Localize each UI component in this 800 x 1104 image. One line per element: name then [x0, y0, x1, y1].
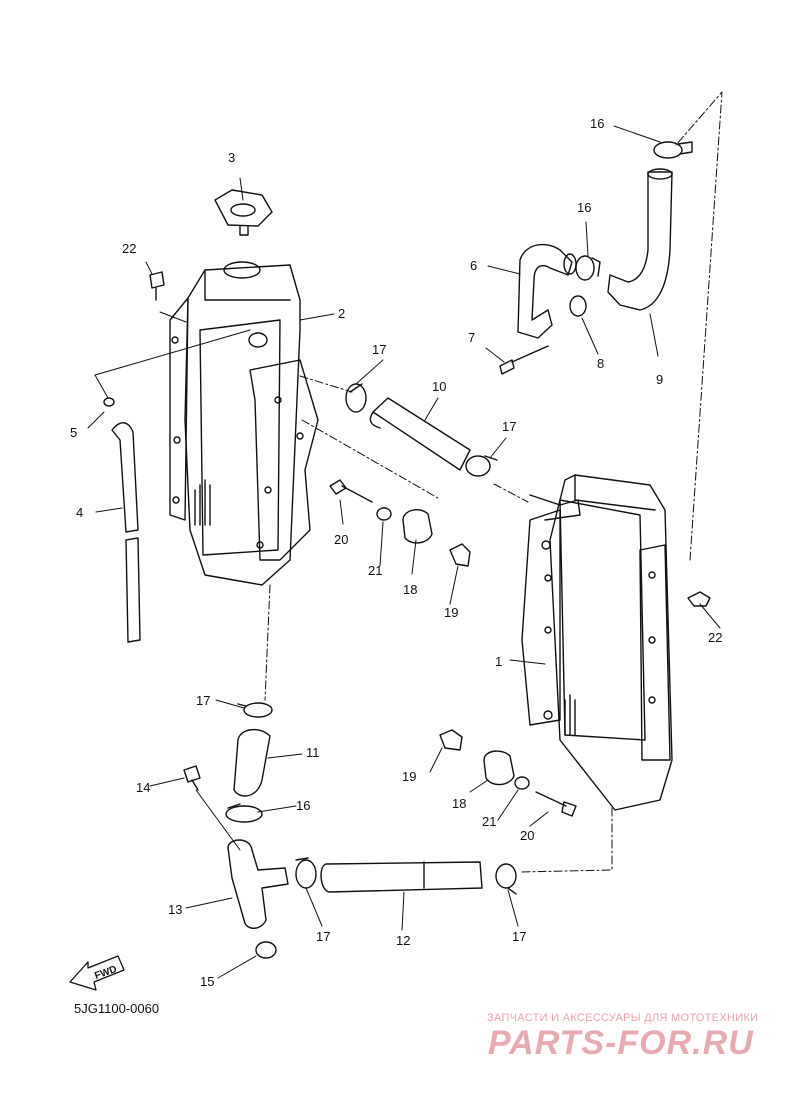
callout-4: 4 [76, 505, 83, 520]
callout-21-lower: 21 [482, 814, 496, 829]
oring-15 [255, 941, 277, 959]
hose-9 [607, 168, 673, 311]
callout-5: 5 [70, 425, 77, 440]
clamp-17-top [345, 383, 367, 413]
grommet-18-upper [402, 509, 433, 544]
callout-10: 10 [432, 379, 446, 394]
pipe-12 [320, 861, 483, 893]
callout-17-lower-a: 17 [316, 929, 330, 944]
callout-2: 2 [338, 306, 345, 321]
callout-14: 14 [136, 780, 150, 795]
callout-9: 9 [656, 372, 663, 387]
callout-17-mid: 17 [502, 419, 516, 434]
alignment-lines [264, 91, 723, 873]
callout-3: 3 [228, 150, 235, 165]
callout-13: 13 [168, 902, 182, 917]
right-radiator [521, 474, 673, 811]
washer-19-lower [439, 729, 463, 751]
pipe-13 [227, 839, 289, 929]
callout-17-top: 17 [372, 342, 386, 357]
callout-21-upper: 21 [368, 563, 382, 578]
radiator-cap [214, 189, 273, 236]
callout-17-lower-left: 17 [196, 693, 210, 708]
watermark-tagline: ЗАПЧАСТИ И АКСЕССУАРЫ ДЛЯ МОТОТЕХНИКИ [487, 1012, 759, 1024]
clamp-17-lower-left [237, 702, 273, 718]
callout-18-lower: 18 [452, 796, 466, 811]
clamp-16-mid [575, 255, 601, 281]
callout-12: 12 [396, 933, 410, 948]
callout-15: 15 [200, 974, 214, 989]
callout-16-lower: 16 [296, 798, 310, 813]
leader-lines [87, 125, 721, 979]
collar-21-upper [376, 507, 392, 521]
callout-22-right: 22 [708, 630, 722, 645]
callout-18-upper: 18 [403, 582, 417, 597]
clip-5 [103, 397, 115, 407]
diagram-code: 5JG1100-0060 [74, 1001, 160, 1016]
clamp-17-lower-b [495, 863, 517, 895]
bolt-22-left [149, 271, 165, 301]
clamp-16-top [653, 141, 693, 159]
hose-11 [233, 729, 271, 797]
callout-20-upper: 20 [334, 532, 348, 547]
hose-6 [517, 243, 577, 339]
clamp-16-lower [225, 803, 263, 823]
callout-1: 1 [495, 654, 502, 669]
callout-16-mid: 16 [577, 200, 591, 215]
bolt-20-upper [329, 479, 373, 503]
bolt-7 [499, 345, 549, 375]
watermark-logo: PARTS-FOR.RU [488, 1024, 754, 1062]
washer-19-upper [449, 543, 471, 567]
pipe-10 [369, 397, 471, 471]
hose-4 [111, 422, 141, 643]
callout-20-lower: 20 [520, 828, 534, 843]
bolt-22-right [687, 591, 711, 607]
oring-8 [569, 295, 587, 317]
callout-22-left: 22 [122, 241, 136, 256]
callout-16-top: 16 [590, 116, 604, 131]
callout-numbers: 1 2 3 4 5 6 7 8 9 10 11 12 13 14 15 16 1… [70, 116, 722, 989]
callout-11: 11 [306, 745, 320, 760]
clamp-17-lower-a [295, 857, 317, 889]
collar-21-lower [514, 776, 530, 790]
callout-7: 7 [468, 330, 475, 345]
fwd-arrow-icon: FWD [69, 955, 125, 991]
callout-19-upper: 19 [444, 605, 458, 620]
callout-17-lower-b: 17 [512, 929, 526, 944]
bolt-20-lower [535, 791, 577, 817]
clamp-17-mid [465, 455, 498, 477]
callout-19-lower: 19 [402, 769, 416, 784]
callout-8: 8 [597, 356, 604, 371]
left-radiator [169, 261, 319, 586]
callout-6: 6 [470, 258, 477, 273]
grommet-18-lower [483, 750, 515, 786]
bolt-14 [183, 765, 201, 791]
